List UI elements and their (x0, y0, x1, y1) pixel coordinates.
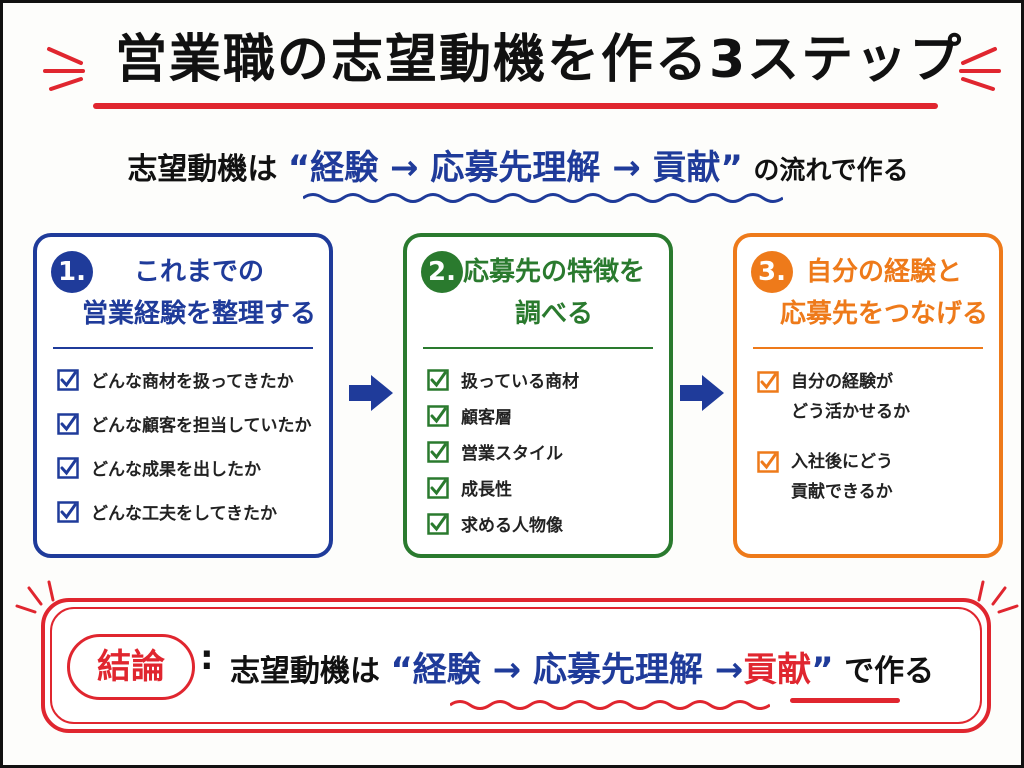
checkbox-check-icon (757, 371, 779, 393)
step-3-checklist: 自分の経験が どう活かせるか 入社後にどう 貢献できるか (757, 367, 991, 527)
subtitle-lead: 志望動機は (127, 152, 278, 187)
left-spark-icon (43, 47, 85, 91)
list-item-text-line-1: 入社後にどう (791, 452, 893, 472)
list-item-text: 自分の経験が どう活かせるか (791, 367, 910, 427)
page-title: 営業職の志望動機を作る3ステップ (115, 30, 964, 90)
step-2-title: 応募先の特徴を 調べる (447, 251, 661, 341)
list-item-text: 求める人物像 (461, 516, 563, 536)
step-1-checklist: どんな商材を扱ってきたか どんな顧客を担当していたか どんな成果を出したか どん… (57, 367, 321, 543)
step-1-title-line-1: これまでの (133, 257, 264, 287)
subtitle-wavy-underline (303, 193, 783, 203)
checkbox-check-icon (57, 457, 79, 479)
list-item: どんな商材を扱ってきたか (57, 367, 321, 411)
step-1-box: 1. これまでの 営業経験を整理する どんな商材を扱ってきたか どんな顧客を担当… (33, 233, 333, 558)
list-item: どんな工夫をしてきたか (57, 499, 321, 543)
step-3-divider (753, 347, 983, 349)
list-item: 入社後にどう 貢献できるか (757, 447, 991, 527)
step-1-divider (53, 347, 313, 349)
conclusion-contribution: 貢献 (743, 650, 812, 690)
conclusion-flow: “経験 → 応募先理解 → (390, 650, 744, 690)
conclusion-left-spark-icon (15, 580, 55, 614)
right-arrow-icon (349, 375, 393, 411)
list-item-text: どんな顧客を担当していたか (91, 416, 312, 436)
conclusion-tail: で作る (844, 654, 935, 689)
checkbox-check-icon (57, 369, 79, 391)
list-item-text: 扱っている商材 (461, 372, 580, 392)
contribution-underline (790, 698, 900, 703)
list-item-text: どんな成果を出したか (91, 460, 261, 480)
step-2-box: 2. 応募先の特徴を 調べる 扱っている商材 顧客層 営業スタイル 成長性 (403, 233, 673, 558)
conclusion-lead: 志望動機は (230, 654, 380, 689)
step-1-title: これまでの 営業経験を整理する (77, 251, 321, 341)
conclusion-wavy-underline (450, 700, 770, 710)
list-item-text: どんな商材を扱ってきたか (91, 372, 294, 392)
step-1-title-line-2: 営業経験を整理する (81, 299, 316, 329)
list-item-text: 成長性 (461, 480, 512, 500)
title-underline (93, 103, 938, 109)
checkbox-check-icon (57, 501, 79, 523)
conclusion-text: 志望動機は “経験 → 応募先理解 →貢献” で作る (230, 640, 934, 700)
checkbox-check-icon (757, 451, 779, 473)
list-item-text-line-2: 貢献できるか (791, 482, 893, 502)
checkbox-check-icon (427, 369, 449, 391)
conclusion-right-spark-icon (977, 580, 1019, 614)
step-2-title-line-2: 調べる (514, 299, 593, 329)
list-item: 自分の経験が どう活かせるか (757, 367, 991, 447)
right-spark-icon (959, 47, 1001, 91)
checkbox-check-icon (57, 413, 79, 435)
list-item: 顧客層 (427, 403, 661, 439)
subtitle: 志望動機は “経験 → 応募先理解 → 貢献” の流れで作る (83, 143, 953, 193)
list-item-text: どんな工夫をしてきたか (91, 504, 277, 524)
subtitle-tail: の流れで作る (753, 156, 909, 186)
checkbox-check-icon (427, 477, 449, 499)
checkbox-check-icon (427, 441, 449, 463)
checkbox-check-icon (427, 405, 449, 427)
conclusion-label: 結論 (67, 634, 195, 700)
list-item-text: 入社後にどう 貢献できるか (791, 447, 893, 507)
step-2-number: 2. (421, 251, 463, 293)
conclusion-colon: : (200, 638, 214, 678)
step-2-checklist: 扱っている商材 顧客層 営業スタイル 成長性 求める人物像 (427, 367, 661, 547)
list-item: どんな成果を出したか (57, 455, 321, 499)
checkbox-check-icon (427, 513, 449, 535)
list-item-text: 営業スタイル (461, 444, 563, 464)
conclusion-box: 結論 : 志望動機は “経験 → 応募先理解 →貢献” で作る (41, 598, 991, 733)
list-item: 営業スタイル (427, 439, 661, 475)
list-item-text: 顧客層 (461, 408, 512, 428)
step-1-number: 1. (51, 251, 93, 293)
list-item-text-line-1: 自分の経験が (791, 372, 893, 392)
step-3-box: 3. 自分の経験と 応募先をつなげる 自分の経験が どう活かせるか 入社後にどう… (733, 233, 1003, 558)
right-arrow-icon (680, 375, 724, 411)
list-item: 求める人物像 (427, 511, 661, 547)
list-item-text-line-2: どう活かせるか (791, 402, 910, 422)
step-2-divider (423, 347, 653, 349)
list-item: どんな顧客を担当していたか (57, 411, 321, 455)
list-item: 成長性 (427, 475, 661, 511)
step-3-title-line-1: 自分の経験と (805, 257, 962, 287)
step-3-title: 自分の経験と 応募先をつなげる (777, 251, 991, 341)
list-item: 扱っている商材 (427, 367, 661, 403)
step-2-title-line-1: 応募先の特徴を (462, 257, 645, 287)
step-3-title-line-2: 応募先をつなげる (779, 299, 988, 329)
subtitle-flow: “経験 → 応募先理解 → 貢献” (287, 148, 743, 188)
step-3-number: 3. (751, 251, 793, 293)
conclusion-close-quote: ” (811, 650, 834, 690)
